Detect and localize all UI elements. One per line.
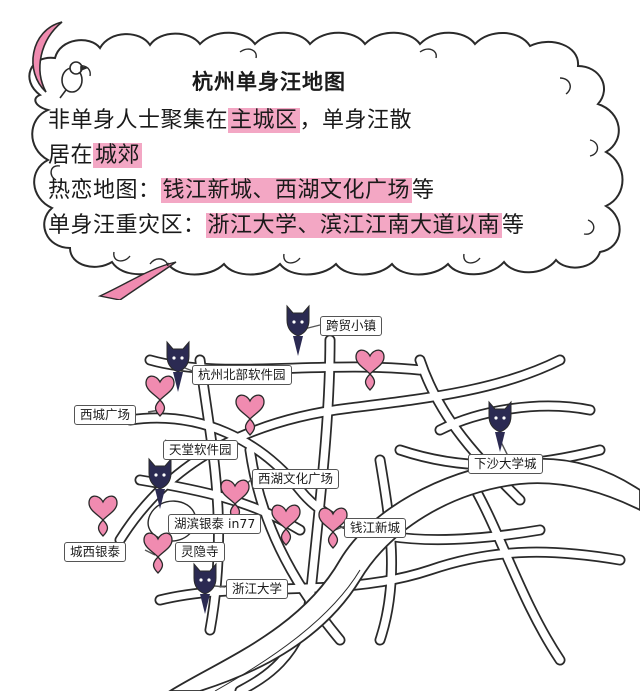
text-line-2: 居在城郊 (48, 137, 143, 169)
cloud-swirls (50, 48, 599, 264)
line1-highlight: 主城区 (228, 108, 300, 133)
label-xicheng: 西城广场 (74, 405, 137, 425)
label-beibu: 杭州北部软件园 (192, 365, 292, 385)
text-line-3: 热恋地图：钱江新城、西湖文化广场等 (48, 172, 435, 204)
label-xiasha: 下沙大学城 (468, 454, 543, 474)
text-line-4: 单身汪重灾区：浙江大学、滨江江南大道以南等 (48, 207, 525, 239)
line1-text-c: ，单身汪散 (299, 108, 413, 133)
line3-text-a: 热恋地图： (48, 178, 161, 203)
line4-text-c: 等 (502, 213, 525, 238)
line2-highlight: 城郊 (93, 143, 143, 168)
line1-text-a: 非单身人士聚集在 (48, 108, 229, 133)
line4-highlight: 浙江大学、滨江江南大道以南 (205, 213, 503, 238)
heart-pin-icon (145, 375, 175, 417)
label-hubin: 湖滨银泰 in77 (168, 514, 262, 534)
text-line-1: 非单身人士聚集在主城区，单身汪散 (48, 102, 412, 134)
label-lingyin: 灵隐寺 (175, 542, 225, 562)
heart-pin-icon (143, 532, 173, 574)
label-qianjiang: 钱江新城 (344, 518, 407, 538)
heart-pin-icon (88, 495, 118, 537)
line3-highlight: 钱江新城、西湖文化广场 (160, 178, 413, 203)
bird-icon (59, 61, 89, 99)
road-network (88, 305, 640, 695)
river (166, 457, 640, 692)
card-title: 杭州单身汪地图 (192, 70, 346, 94)
label-xihu: 西湖文化广场 (252, 469, 340, 489)
line2-text-a: 居在 (48, 143, 94, 168)
label-chengxi: 城西银泰 (64, 542, 127, 562)
line3-text-c: 等 (412, 178, 435, 203)
swoosh-decoration (97, 261, 177, 300)
label-kuamao: 跨贸小镇 (320, 316, 383, 336)
moon-icon (32, 21, 63, 93)
hangzhou-map: 跨贸小镇 杭州北部软件园 西城广场 天堂软件园 下沙大学城 西湖文化广场 湖滨银… (0, 300, 640, 695)
info-card: 杭州单身汪地图 非单身人士聚集在主城区，单身汪散 居在城郊 热恋地图：钱江新城、… (0, 0, 640, 300)
line4-text-a: 单身汪重灾区： (48, 213, 206, 238)
label-zheda: 浙江大学 (226, 579, 289, 599)
cat-pin-icon (488, 401, 512, 453)
cat-pin-icon (286, 305, 310, 357)
label-tiantang: 天堂软件园 (163, 440, 238, 460)
